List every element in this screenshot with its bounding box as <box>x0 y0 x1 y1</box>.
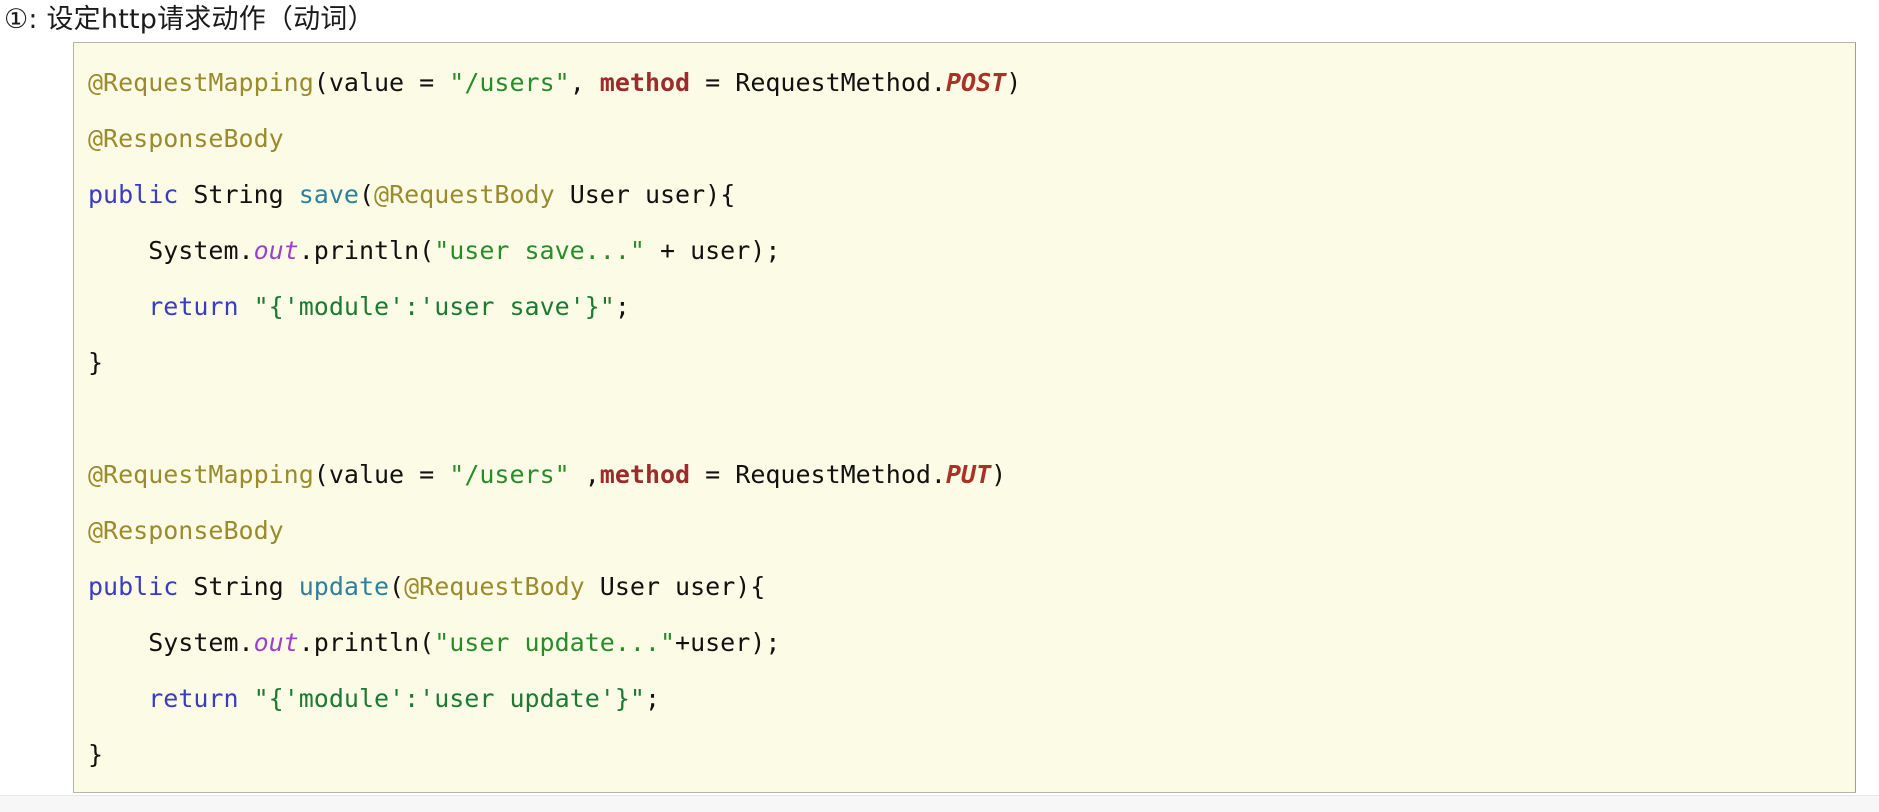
code-token: +user); <box>675 628 781 657</box>
code-token: ; <box>644 684 660 713</box>
code-token: return <box>148 292 239 321</box>
code-token: ( <box>313 68 329 97</box>
code-token: .println( <box>298 628 435 657</box>
code-token: System. <box>88 236 254 265</box>
code-token: ; <box>614 292 630 321</box>
code-line: @RequestMapping(value = "/users", method… <box>74 55 1855 111</box>
code-token: } <box>88 348 104 377</box>
code-token: method <box>599 460 691 489</box>
code-token: value <box>328 460 405 489</box>
code-line: System.out.println("user update..."+user… <box>74 615 1855 671</box>
code-token: public <box>88 180 179 209</box>
code-token: PUT <box>945 460 992 489</box>
code-token: @RequestBody <box>374 180 555 209</box>
code-token: ) <box>1006 68 1022 97</box>
code-line: @ResponseBody <box>74 503 1855 559</box>
code-line: return "{'module':'user update'}"; <box>74 671 1855 727</box>
code-token: System. <box>88 628 254 657</box>
code-token: String <box>178 572 299 601</box>
code-token: return <box>148 684 239 713</box>
code-token: public <box>88 572 179 601</box>
code-token: ) <box>991 460 1007 489</box>
code-token: update <box>298 572 390 601</box>
code-token <box>239 292 254 321</box>
code-line: System.out.println("user save..." + user… <box>74 223 1855 279</box>
code-token: method <box>599 68 691 97</box>
code-token <box>88 684 148 713</box>
code-token: out <box>253 236 299 265</box>
code-line: } <box>74 727 1855 783</box>
page-title: ①: 设定http请求动作（动词） <box>4 4 375 35</box>
code-token: , <box>569 460 600 489</box>
code-token <box>88 292 148 321</box>
code-line: public String save(@RequestBody User use… <box>74 167 1855 223</box>
code-line: @RequestMapping(value = "/users" ,method… <box>74 447 1855 503</box>
code-token: @ResponseBody <box>88 516 284 545</box>
code-token: "/users" <box>449 460 570 489</box>
code-token: "{'module':'user update'}" <box>253 684 645 713</box>
code-token: = <box>404 460 450 489</box>
code-line: @ResponseBody <box>74 111 1855 167</box>
code-line: } <box>74 335 1855 391</box>
code-lines-container: @RequestMapping(value = "/users", method… <box>74 43 1855 783</box>
code-token: User user){ <box>584 572 766 601</box>
code-token: "/users" <box>449 68 570 97</box>
code-token: = <box>690 460 736 489</box>
code-token: ( <box>313 460 329 489</box>
code-token: } <box>88 740 104 769</box>
code-token: @RequestBody <box>404 572 585 601</box>
code-line: public String update(@RequestBody User u… <box>74 559 1855 615</box>
code-token <box>239 684 254 713</box>
code-token: = <box>690 68 736 97</box>
code-token: @RequestMapping <box>88 460 314 489</box>
code-token: ( <box>389 572 405 601</box>
code-token: = <box>404 68 450 97</box>
code-token: "user update..." <box>434 628 676 657</box>
code-token: ( <box>358 180 375 209</box>
code-token: POST <box>945 68 1007 97</box>
code-token: value <box>328 68 405 97</box>
code-token: String <box>178 180 299 209</box>
code-token: @RequestMapping <box>88 68 314 97</box>
code-token: , <box>569 68 600 97</box>
code-token: "user save..." <box>434 236 645 265</box>
page-bottom-strip <box>0 795 1879 812</box>
code-token: "{'module':'user save'}" <box>253 292 615 321</box>
code-line: return "{'module':'user save'}"; <box>74 279 1855 335</box>
code-token: RequestMethod. <box>735 460 946 489</box>
code-token: @ResponseBody <box>88 124 284 153</box>
code-token: out <box>253 628 299 657</box>
code-token: save <box>298 180 359 209</box>
code-token: .println( <box>298 236 435 265</box>
code-token: RequestMethod. <box>735 68 946 97</box>
code-token: User user){ <box>554 180 736 209</box>
code-line <box>74 391 1855 447</box>
code-block: @RequestMapping(value = "/users", method… <box>73 42 1856 793</box>
code-token: + user); <box>644 236 781 265</box>
